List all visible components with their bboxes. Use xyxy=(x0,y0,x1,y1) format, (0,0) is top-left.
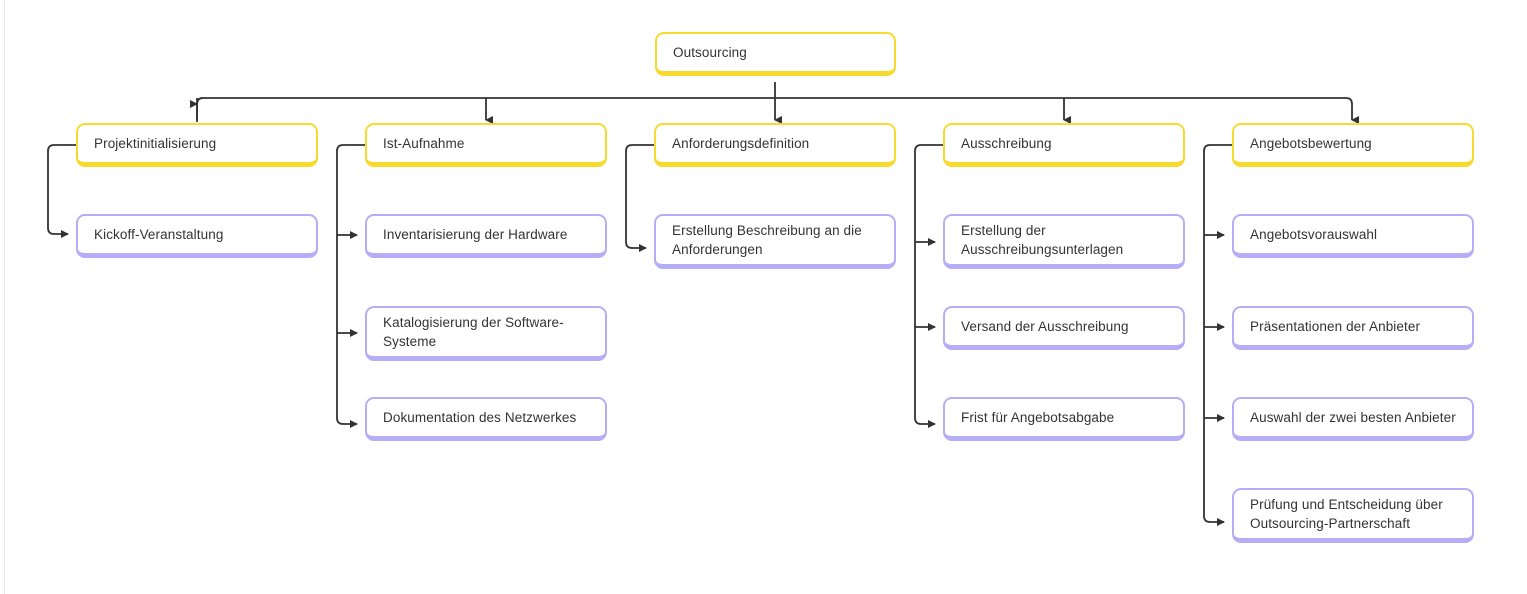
node-frist-fuer-angebotsabgabe[interactable]: Frist für Angebotsabgabe xyxy=(943,397,1185,441)
node-erstellung-beschreibung-anforderungen[interactable]: Erstellung Beschreibung an die Anforderu… xyxy=(654,214,896,269)
node-label: Projektinitialisierung xyxy=(94,135,217,151)
link-branch-1-child-1 xyxy=(47,144,76,238)
node-label: Frist für Angebotsabgabe xyxy=(961,409,1115,425)
node-angebotsvorauswahl[interactable]: Angebotsvorauswahl xyxy=(1232,214,1474,258)
page-edge xyxy=(0,0,5,594)
node-label: Erstellung der Ausschreibungsunterlagen xyxy=(961,222,1124,257)
node-dokumentation-des-netzwerkes[interactable]: Dokumentation des Netzwerkes xyxy=(365,397,607,441)
node-root-label: Outsourcing xyxy=(673,44,747,60)
node-root[interactable]: Outsourcing xyxy=(655,32,896,76)
node-inventarisierung-der-hardware[interactable]: Inventarisierung der Hardware xyxy=(365,214,607,258)
node-praesentationen-der-anbieter[interactable]: Präsentationen der Anbieter xyxy=(1232,306,1474,350)
link-branch-5-trunk xyxy=(1203,144,1232,526)
node-ausschreibung[interactable]: Ausschreibung xyxy=(943,123,1185,167)
node-kickoff-veranstaltung[interactable]: Kickoff-Veranstaltung xyxy=(76,214,318,258)
node-label: Anforderungsdefinition xyxy=(672,135,810,151)
node-label: Inventarisierung der Hardware xyxy=(383,226,568,242)
node-label: Auswahl der zwei besten Anbieter xyxy=(1250,409,1456,425)
node-angebotsbewertung[interactable]: Angebotsbewertung xyxy=(1232,123,1474,167)
node-label: Angebotsbewertung xyxy=(1250,135,1372,151)
link-branch-4-trunk xyxy=(914,144,943,428)
node-label: Versand der Ausschreibung xyxy=(961,318,1129,334)
link-branch-2-trunk xyxy=(336,144,365,428)
node-auswahl-der-zwei-besten-anbieter[interactable]: Auswahl der zwei besten Anbieter xyxy=(1232,397,1474,441)
node-katalogisierung-der-software-systeme[interactable]: Katalogisierung der Software- Systeme xyxy=(365,306,607,361)
node-projektinitialisierung[interactable]: Projektinitialisierung xyxy=(76,123,318,167)
node-ist-aufnahme[interactable]: Ist-Aufnahme xyxy=(365,123,607,167)
node-label: Erstellung Beschreibung an die Anforderu… xyxy=(672,222,862,257)
bus-line xyxy=(196,97,1359,124)
node-pruefung-entscheidung-outsourcing-partnerschaft[interactable]: Prüfung und Entscheidung über Outsourcin… xyxy=(1232,488,1474,543)
node-label: Ist-Aufnahme xyxy=(383,135,465,151)
node-erstellung-ausschreibungsunterlagen[interactable]: Erstellung der Ausschreibungsunterlagen xyxy=(943,214,1185,269)
node-label: Dokumentation des Netzwerkes xyxy=(383,409,577,425)
node-label: Prüfung und Entscheidung über Outsourcin… xyxy=(1250,496,1443,531)
bus-left-cap xyxy=(196,97,204,105)
node-anforderungsdefinition[interactable]: Anforderungsdefinition xyxy=(654,123,896,167)
node-label: Katalogisierung der Software- Systeme xyxy=(383,314,564,349)
node-label: Angebotsvorauswahl xyxy=(1250,226,1378,242)
node-label: Ausschreibung xyxy=(961,135,1052,151)
node-label: Präsentationen der Anbieter xyxy=(1250,318,1421,334)
node-versand-der-ausschreibung[interactable]: Versand der Ausschreibung xyxy=(943,306,1185,350)
link-branch-3-child-1 xyxy=(625,144,654,252)
node-label: Kickoff-Veranstaltung xyxy=(94,226,224,242)
